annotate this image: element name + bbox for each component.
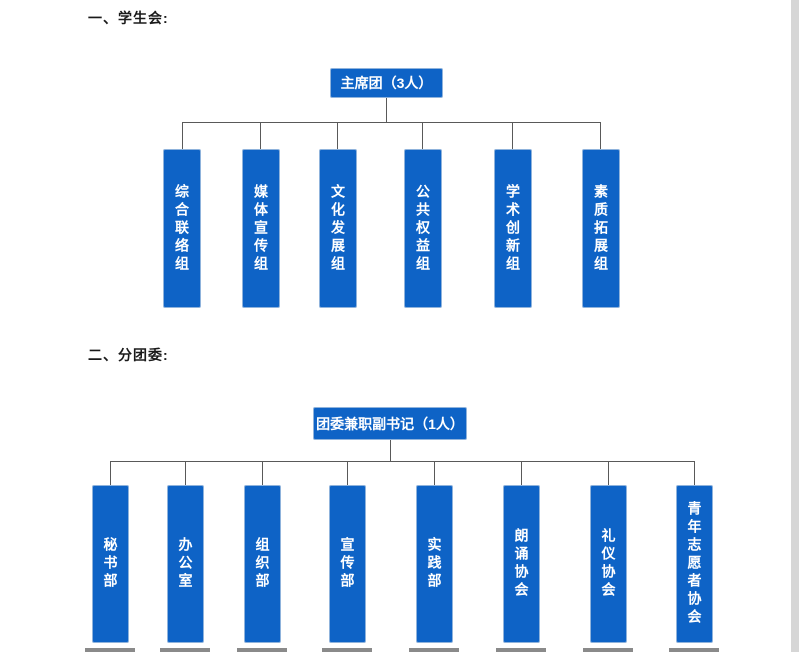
org-branch-box: 青年志愿者协会: [676, 485, 713, 643]
org-branch-box: 朗诵协会: [503, 485, 540, 643]
cropped-content-strip: [85, 648, 135, 652]
connector-child-stem: [512, 122, 513, 149]
org-branch-label: 秘书部: [102, 537, 119, 591]
connector-child-stem: [262, 461, 263, 485]
connector-root-stem: [386, 98, 387, 122]
org-branch-label: 学术创新组: [505, 183, 521, 274]
org-branch-label: 组织部: [254, 537, 271, 591]
org-branch-box: 组织部: [244, 485, 281, 643]
org-branch-label: 文化发展组: [330, 183, 346, 274]
section-title-student-union: 一、学生会:: [88, 10, 169, 26]
org-branch-label: 综合联络组: [174, 183, 190, 274]
connector-child-stem: [337, 122, 338, 149]
org-branch-box: 媒体宣传组: [242, 149, 280, 308]
org-branch-box: 办公室: [167, 485, 204, 643]
connector-child-stem: [422, 122, 423, 149]
org-branch-label: 实践部: [426, 537, 443, 591]
cropped-content-strip: [237, 648, 287, 652]
org-root-box-league-committee: 团委兼职副书记（1人）: [313, 407, 467, 440]
cropped-content-strip: [322, 648, 372, 652]
connector-child-stem: [347, 461, 348, 485]
window-edge: [791, 0, 799, 652]
cropped-content-strip: [669, 648, 719, 652]
connector-child-stem: [608, 461, 609, 485]
org-branch-label: 媒体宣传组: [253, 183, 269, 274]
org-root-box-student-union: 主席团（3人）: [330, 68, 443, 98]
section-title-league-committee: 二、分团委:: [88, 347, 169, 363]
cropped-content-strip: [496, 648, 546, 652]
connector-root-stem: [390, 440, 391, 461]
connector-child-stem: [260, 122, 261, 149]
org-branch-box: 综合联络组: [163, 149, 201, 308]
org-branch-label: 公共权益组: [415, 183, 431, 274]
connector-child-stem: [185, 461, 186, 485]
org-branch-box: 实践部: [416, 485, 453, 643]
org-branch-label: 礼仪协会: [600, 528, 617, 600]
org-branch-label: 朗诵协会: [513, 528, 530, 600]
connector-child-stem: [110, 461, 111, 485]
org-branch-label: 办公室: [177, 537, 194, 591]
org-root-label: 主席团（3人）: [340, 75, 433, 91]
org-branch-box: 学术创新组: [494, 149, 532, 308]
org-branch-box: 公共权益组: [404, 149, 442, 308]
org-branch-box: 素质拓展组: [582, 149, 620, 308]
connector-child-stem: [600, 122, 601, 149]
cropped-content-strip: [160, 648, 210, 652]
org-branch-box: 文化发展组: [319, 149, 357, 308]
org-branch-box: 礼仪协会: [590, 485, 627, 643]
org-branch-box: 宣传部: [329, 485, 366, 643]
org-branch-label: 青年志愿者协会: [686, 501, 703, 627]
connector-child-stem: [182, 122, 183, 149]
org-branch-label: 宣传部: [339, 537, 356, 591]
connector-hline: [110, 461, 695, 462]
connector-hline: [182, 122, 601, 123]
connector-child-stem: [521, 461, 522, 485]
connector-child-stem: [434, 461, 435, 485]
org-branch-box: 秘书部: [92, 485, 129, 643]
connector-child-stem: [694, 461, 695, 485]
cropped-content-strip: [583, 648, 633, 652]
org-branch-label: 素质拓展组: [593, 183, 609, 274]
org-root-label: 团委兼职副书记（1人）: [316, 415, 464, 432]
cropped-content-strip: [409, 648, 459, 652]
